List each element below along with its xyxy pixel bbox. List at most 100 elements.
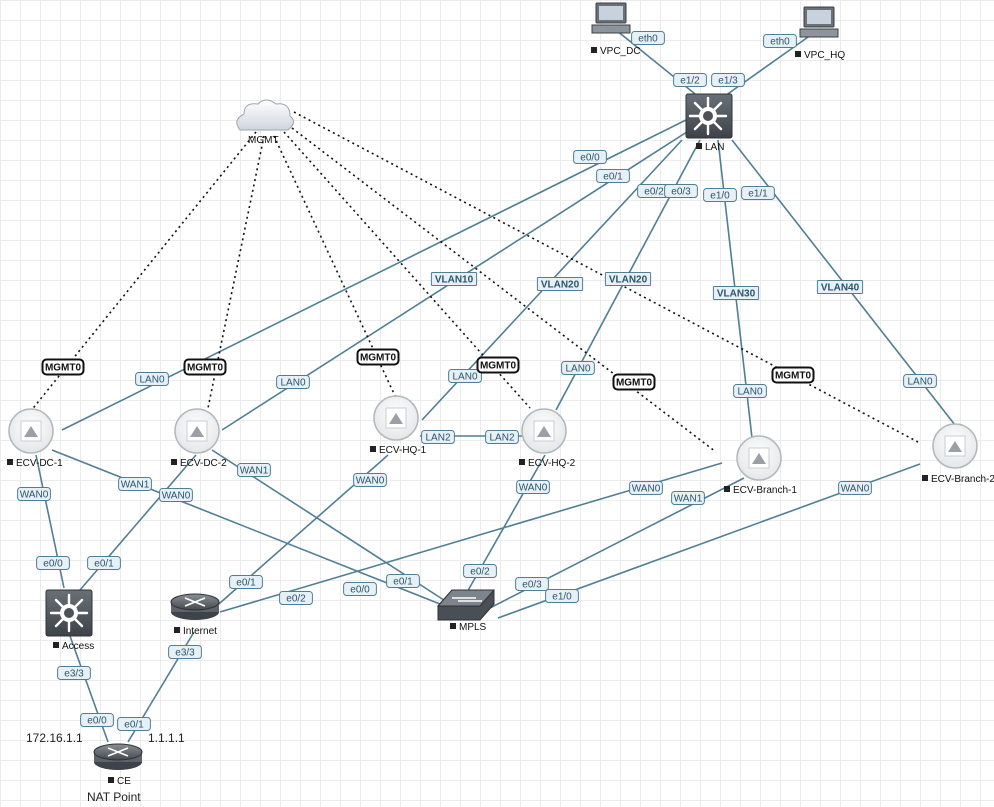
- ecv-branch-2-icon[interactable]: [932, 423, 978, 469]
- port-label-wan0-hq1: WAN0: [356, 476, 385, 487]
- port-label-box-lan0-br1: [733, 384, 767, 398]
- port-label-box-lan2-hq2: [485, 430, 519, 444]
- port-label-eth0-hq: eth0: [770, 37, 790, 48]
- port-label-box-e0-1-ce: [117, 717, 151, 731]
- ecv-hq-2-status: [519, 459, 525, 465]
- port-label-e0-2-lan: e0/2: [644, 187, 664, 198]
- vpc-hq-status: [795, 51, 801, 57]
- port-label-lan0-br2: LAN0: [907, 377, 932, 388]
- port-label-wan1-dc1: WAN1: [121, 480, 150, 491]
- port-label-box-lan0-dc2: [276, 375, 310, 389]
- vpc-dc-status: [591, 47, 597, 53]
- port-label-e0-1-lan: e0/1: [603, 172, 623, 183]
- vpc-dc-label: VPC_DC: [600, 46, 641, 57]
- ecv-dc-1-label: ECV-DC-1: [16, 458, 63, 469]
- port-label-wan0-br2: WAN0: [841, 484, 870, 495]
- port-label-lan0-hq1: LAN0: [452, 372, 477, 383]
- vpc-dc-icon[interactable]: [591, 2, 631, 34]
- mgmt-link-hq1[interactable]: [273, 135, 397, 399]
- ecv-dc-2-icon[interactable]: [174, 408, 220, 454]
- ecv-hq-1-icon[interactable]: [373, 395, 419, 441]
- ecv-hq-1-status: [370, 446, 376, 452]
- port-label-box-mgmt0-dc1: [41, 358, 85, 376]
- port-label-box-e1-3: [711, 73, 745, 87]
- port-label-wan0-dc1: WAN0: [20, 490, 49, 501]
- port-label-lan0-dc1: LAN0: [139, 375, 164, 386]
- port-label-box-vlan20-a: [536, 277, 584, 291]
- access-status: [53, 642, 59, 648]
- port-label-box-wan0-br2: [838, 481, 872, 495]
- port-label-box-e0-1-mpls: [386, 574, 420, 588]
- port-label-box-e0-0-ce: [80, 713, 114, 727]
- port-label-box-wan1-br1: [671, 491, 705, 505]
- port-label-vlan20-a: VLAN20: [541, 280, 580, 291]
- link-dc1-mpls[interactable]: [51, 449, 441, 605]
- port-label-mgmt0-br1: MGMT0: [616, 378, 653, 389]
- port-label-e3-3-internet: e3/3: [175, 648, 195, 659]
- port-label-vlan10: VLAN10: [435, 275, 474, 286]
- port-label-box-e1-0-mpls: [545, 589, 579, 603]
- ecv-hq-2-icon[interactable]: [521, 408, 567, 454]
- port-label-box-e0-0-access: [36, 556, 70, 570]
- port-label-wan0-hq2: WAN0: [519, 483, 548, 494]
- port-label-box-wan0-br1: [629, 481, 663, 495]
- port-label-wan0-br1: WAN0: [632, 484, 661, 495]
- ecv-branch-1-status: [724, 486, 730, 492]
- port-label-box-wan0-dc1: [17, 487, 51, 501]
- port-label-e0-2-mpls: e0/2: [470, 567, 490, 578]
- port-label-wan0-dc2: WAN0: [162, 491, 191, 502]
- port-label-e0-1-access: e0/1: [94, 559, 114, 570]
- ecv-branch-1-icon[interactable]: [736, 435, 782, 481]
- port-label-e0-0-lan: e0/0: [580, 153, 600, 164]
- mgmt-label: MGMT: [248, 135, 279, 146]
- ecv-hq-2-label: ECV-HQ-2: [528, 458, 576, 469]
- ecv-dc-1-icon[interactable]: [8, 408, 54, 454]
- port-label-e0-0-access: e0/0: [43, 559, 63, 570]
- nat-point-text: NAT Point: [87, 790, 141, 804]
- port-label-e0-1-mpls: e0/1: [393, 577, 413, 588]
- ecv-branch-1-label: ECV-Branch-1: [733, 485, 797, 496]
- port-label-box-e0-0-mpls: [343, 582, 377, 596]
- ce-router-icon[interactable]: [93, 743, 143, 770]
- lan-switch-icon[interactable]: [685, 93, 733, 139]
- port-label-lan2-hq1: LAN2: [425, 433, 450, 444]
- port-label-box-mgmt0-hq2: [476, 356, 520, 374]
- port-label-box-e0-3-lan: [664, 184, 698, 198]
- port-label-e1-0-lan: e1/0: [710, 191, 730, 202]
- mgmt-cloud-icon[interactable]: [236, 99, 294, 131]
- mpls-status: [450, 623, 456, 629]
- ce-label: CE: [117, 776, 131, 787]
- port-label-box-e1-2: [673, 73, 707, 87]
- internet-router-icon[interactable]: [170, 593, 220, 620]
- port-label-e0-3-lan: e0/3: [671, 187, 691, 198]
- access-switch-icon[interactable]: [45, 589, 93, 637]
- mgmt-link-br1[interactable]: [291, 127, 717, 453]
- port-label-box-vlan10: [430, 272, 478, 286]
- port-label-box-e0-2-internet: [279, 591, 313, 605]
- port-label-box-vlan40: [816, 280, 864, 294]
- port-label-e0-0-mpls: e0/0: [350, 585, 370, 596]
- port-label-eth0-dc: eth0: [638, 34, 658, 45]
- port-label-box-wan1-dc2: [237, 463, 271, 477]
- port-label-lan0-dc2: LAN0: [280, 378, 305, 389]
- mpls-label: MPLS: [459, 622, 487, 633]
- internet-status: [174, 627, 180, 633]
- access-label: Access: [62, 641, 94, 652]
- port-label-e0-0-ce: e0/0: [87, 716, 107, 727]
- port-label-box-lan2-hq1: [421, 430, 455, 444]
- port-label-box-wan0-dc2: [159, 488, 193, 502]
- port-label-lan0-br1: LAN0: [737, 387, 762, 398]
- port-label-mgmt0-dc1: MGMT0: [45, 363, 82, 374]
- port-label-lan2-hq2: LAN2: [489, 433, 514, 444]
- ecv-branch-2-status: [922, 475, 928, 481]
- vpc-hq-label: VPC_HQ: [804, 50, 845, 61]
- port-label-box-lan0-dc1: [135, 372, 169, 386]
- vpc-hq-icon[interactable]: [799, 6, 839, 38]
- mpls-switch-icon[interactable]: [436, 589, 496, 621]
- port-label-box-mgmt0-dc2: [183, 358, 227, 376]
- port-label-e0-1-internet: e0/1: [236, 578, 256, 589]
- port-label-e1-0-mpls: e1/0: [552, 592, 572, 603]
